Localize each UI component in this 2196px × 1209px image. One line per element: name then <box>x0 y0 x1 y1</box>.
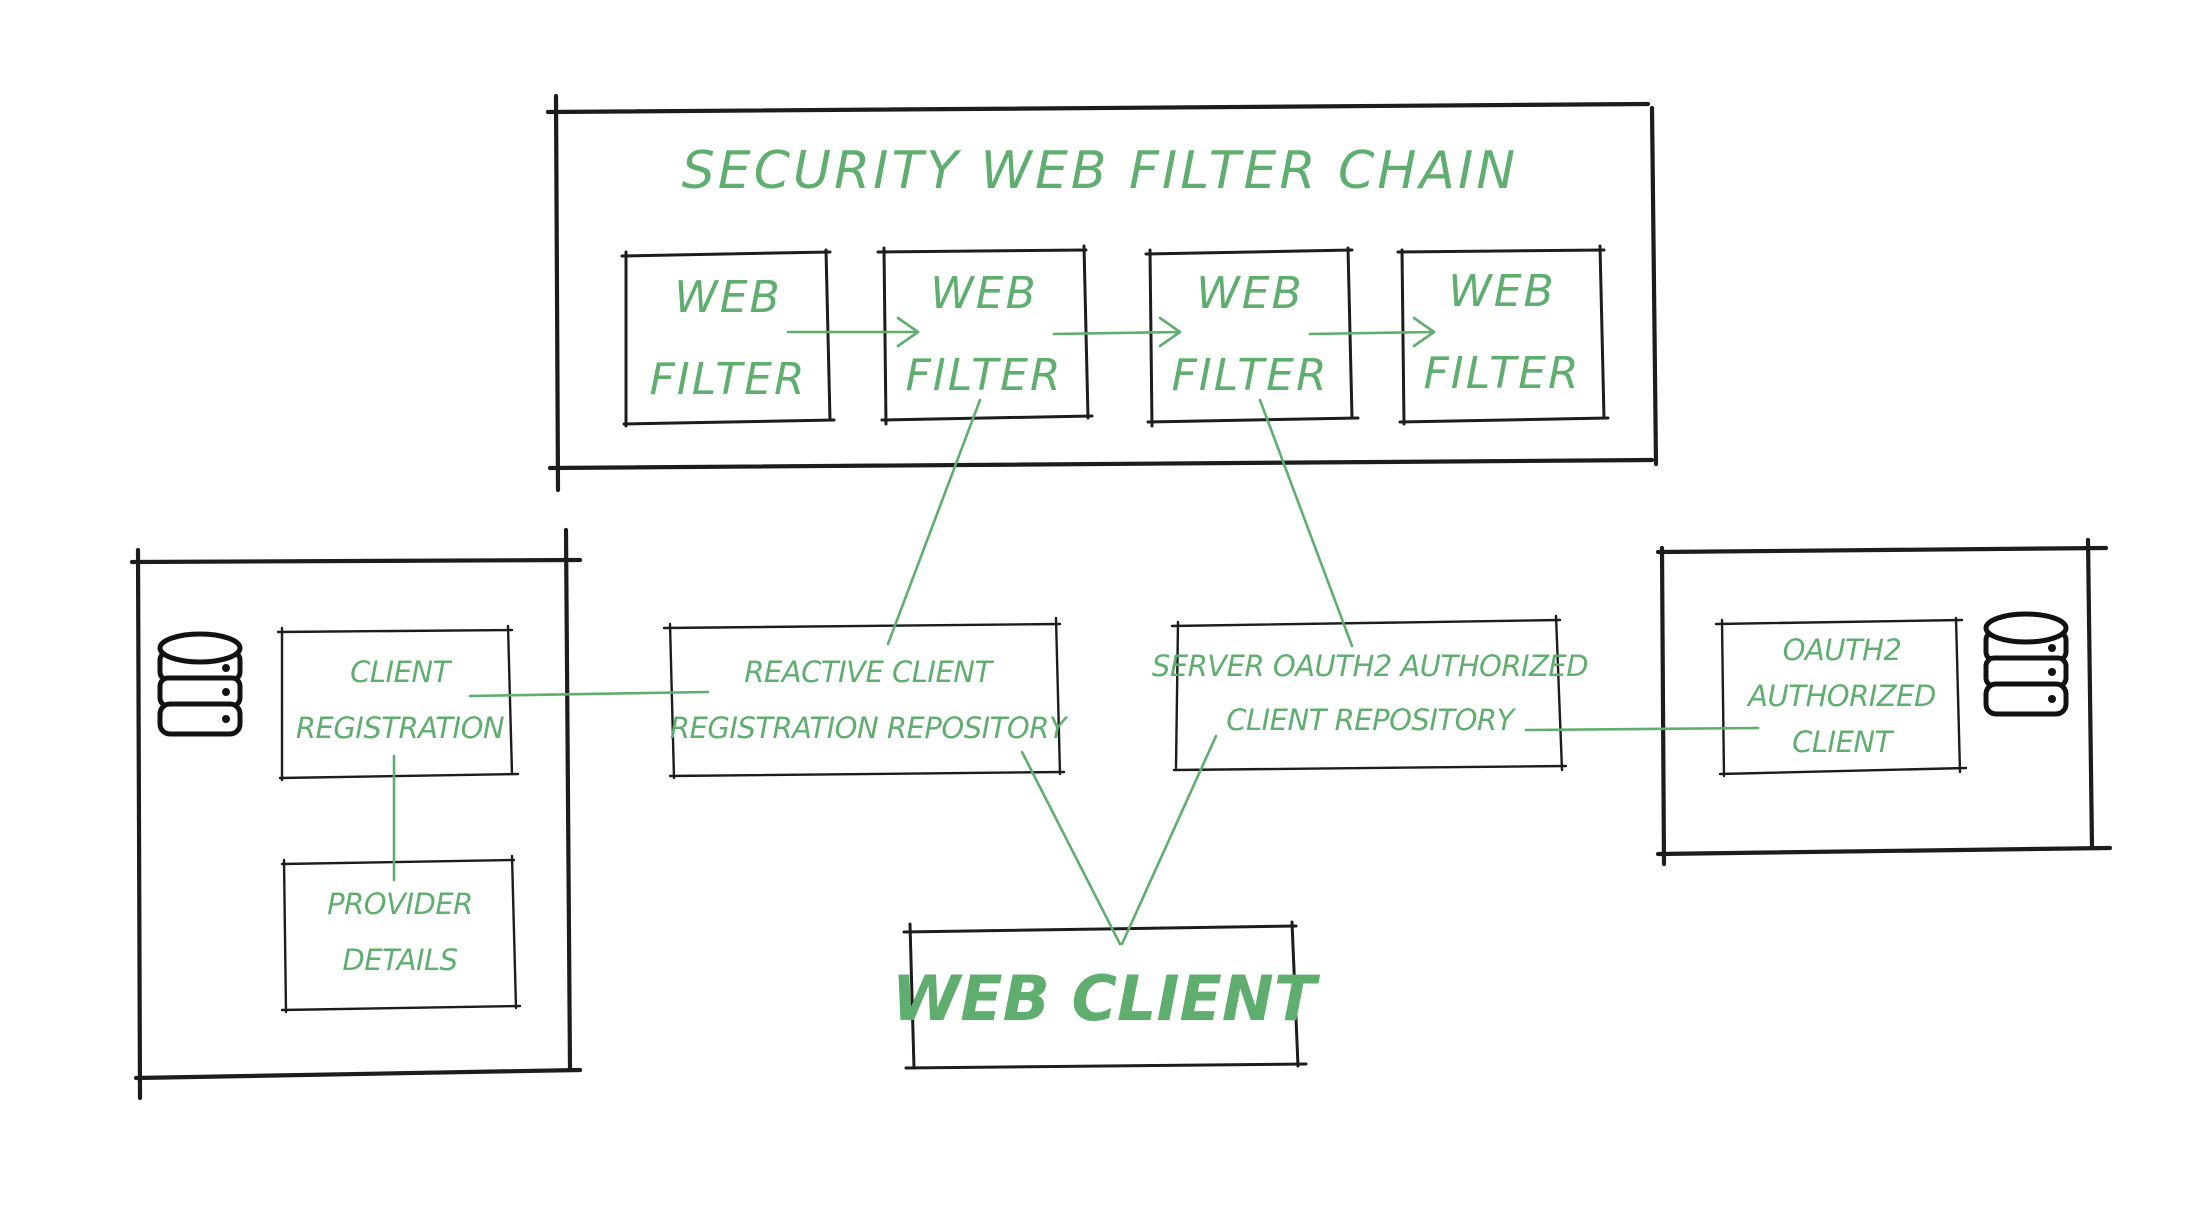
link-registration-reactive-repo <box>468 690 710 698</box>
filter-arrow-2-3 <box>1052 316 1182 348</box>
reactive-repository-box: REACTIVE CLIENT REGISTRATION REPOSITORY <box>662 616 1069 780</box>
filter-chain-container: SECURITY WEB FILTER CHAIN <box>545 93 1659 493</box>
right-group-container <box>1655 537 2113 867</box>
web-filter-1-line1: WEB <box>674 272 782 323</box>
provider-details-box: PROVIDER DETAILS <box>280 854 522 1014</box>
client-registration-line2: REGISTRATION <box>296 711 504 745</box>
database-icon <box>157 631 243 737</box>
authorized-client-line3: CLIENT <box>1792 725 1894 759</box>
reactive-repository-line2: REGISTRATION REPOSITORY <box>670 711 1069 745</box>
client-registration-line1: CLIENT <box>350 655 452 689</box>
web-filter-3-line1: WEB <box>1196 268 1304 319</box>
web-client-label: WEB CLIENT <box>892 962 1321 1035</box>
web-filter-4: WEB FILTER <box>1396 244 1610 426</box>
web-filter-3-line2: FILTER <box>1171 350 1328 401</box>
link-reactive-repo-web-client <box>1020 750 1122 946</box>
authorized-client-line2: AUTHORIZED <box>1746 679 1936 713</box>
web-filter-1-line2: FILTER <box>649 354 806 405</box>
web-filter-2-line1: WEB <box>930 268 1038 319</box>
link-authorized-repo-client <box>1524 726 1760 732</box>
web-filter-4-line1: WEB <box>1448 266 1556 317</box>
web-client-box: WEB CLIENT <box>892 920 1321 1070</box>
authorized-repository-line1: SERVER OAUTH2 AUTHORIZED <box>1152 649 1588 683</box>
link-authorized-repo-web-client <box>1120 734 1218 946</box>
provider-details-line1: PROVIDER <box>327 887 473 921</box>
web-filter-2-line2: FILTER <box>905 350 1062 401</box>
client-registration-box: CLIENT REGISTRATION <box>276 624 520 782</box>
filter-arrow-1-2 <box>786 316 920 348</box>
left-group-container <box>129 527 583 1101</box>
authorized-repository-box: SERVER OAUTH2 AUTHORIZED CLIENT REPOSITO… <box>1152 614 1589 772</box>
provider-details-line2: DETAILS <box>342 943 457 977</box>
web-filter-1: WEB FILTER <box>620 248 836 428</box>
link-filter2-reactive-repo <box>886 398 982 646</box>
filter-arrow-3-4 <box>1308 316 1436 348</box>
reactive-repository-line1: REACTIVE CLIENT <box>744 655 994 689</box>
authorized-repository-line2: CLIENT REPOSITORY <box>1226 703 1516 737</box>
web-filter-4-line2: FILTER <box>1423 348 1580 399</box>
link-filter3-authorized-repo <box>1258 398 1354 648</box>
database-icon <box>1983 611 2069 717</box>
web-filter-3: WEB FILTER <box>1144 246 1360 428</box>
authorized-client-line1: OAUTH2 <box>1783 633 1902 667</box>
web-filter-2: WEB FILTER <box>876 244 1094 426</box>
authorized-client-box: OAUTH2 AUTHORIZED CLIENT <box>1714 616 1968 778</box>
filter-chain-title: SECURITY WEB FILTER CHAIN <box>682 141 1518 201</box>
